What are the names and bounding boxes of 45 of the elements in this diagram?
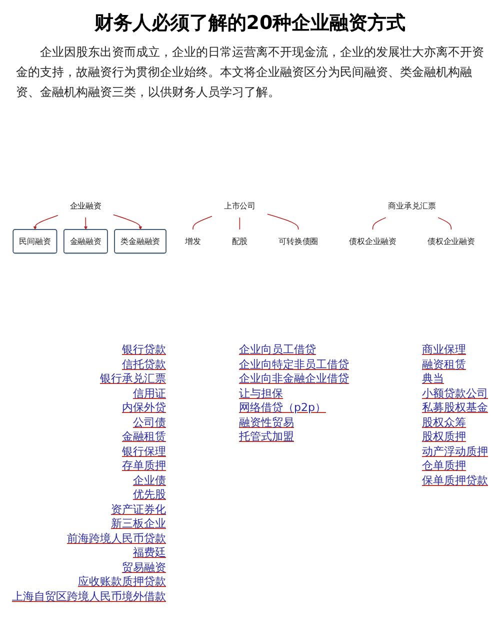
text-link: 优先股 bbox=[133, 488, 166, 502]
text-link: 存单质押 bbox=[122, 459, 166, 474]
text-link: 银行承兑汇票 bbox=[100, 372, 166, 386]
arrow bbox=[84, 217, 88, 230]
text-link: 股权质押 bbox=[422, 430, 466, 444]
text-link: 内保外贷 bbox=[122, 401, 166, 416]
text-link: 企业向特定非员工借贷 bbox=[239, 358, 349, 372]
text-link: 企业向非金融企业借贷 bbox=[239, 372, 349, 386]
text-link: 企业向员工借贷 bbox=[239, 343, 316, 358]
connector bbox=[192, 216, 212, 230]
text-link: 私募股权基金 bbox=[422, 401, 488, 416]
connector bbox=[239, 217, 240, 230]
text-link: 资产证券化 bbox=[111, 502, 166, 517]
text-link: 仓单质押 bbox=[422, 459, 466, 474]
text-link: 股权众筹 bbox=[422, 416, 466, 430]
text-link: 商业保理 bbox=[422, 343, 466, 358]
intro-paragraph: 企业因股东出资而成立，企业的日常运营离不开现金流，企业的发展壮大亦离不开资金的支持，故融资行为贯彻企业始终。本文将企业融资区分为民间融资、类金融机构融资、金融机构融资三类，以供财务人员学习了解。 bbox=[16, 44, 484, 101]
text-link: 应收账款质押贷款 bbox=[78, 575, 166, 590]
arrow bbox=[33, 215, 58, 230]
connector bbox=[372, 217, 386, 230]
text-link: 金融租赁 bbox=[122, 430, 166, 444]
text-link: 信托贷款 bbox=[122, 358, 166, 372]
text-link: 公司债 bbox=[133, 416, 166, 430]
text-link: 福费廷 bbox=[133, 546, 166, 560]
connector bbox=[267, 214, 299, 230]
text-link: 前海跨境人民币贷款 bbox=[67, 532, 166, 546]
arrow bbox=[112, 214, 142, 230]
text-link: 网络借贷（p2p） bbox=[239, 401, 326, 416]
text-link: 融资性贸易 bbox=[239, 416, 294, 430]
text-link: 动产浮动质押 bbox=[422, 444, 488, 459]
text-link: 融资租赁 bbox=[422, 358, 466, 372]
text-link: 让与担保 bbox=[239, 386, 283, 401]
text-link: 企业债 bbox=[133, 474, 166, 488]
text-link: 托管式加盟 bbox=[239, 430, 294, 444]
text-link: 上海自贸区跨境人民币境外借款 bbox=[12, 590, 166, 604]
text-link: 小额贷款公司 bbox=[422, 386, 488, 401]
text-link: 银行保理 bbox=[122, 444, 166, 459]
text-link: 银行贷款 bbox=[122, 343, 166, 358]
text-link: 保单质押贷款 bbox=[422, 474, 488, 488]
text-link: 贸易融资 bbox=[122, 560, 166, 575]
connector bbox=[438, 217, 452, 230]
text-link: 新三板企业 bbox=[111, 517, 166, 532]
title: 财务人必须了解的20种企业融资方式 bbox=[93, 11, 407, 36]
text-link: 信用证 bbox=[133, 386, 166, 401]
text-link: 典当 bbox=[422, 372, 444, 386]
